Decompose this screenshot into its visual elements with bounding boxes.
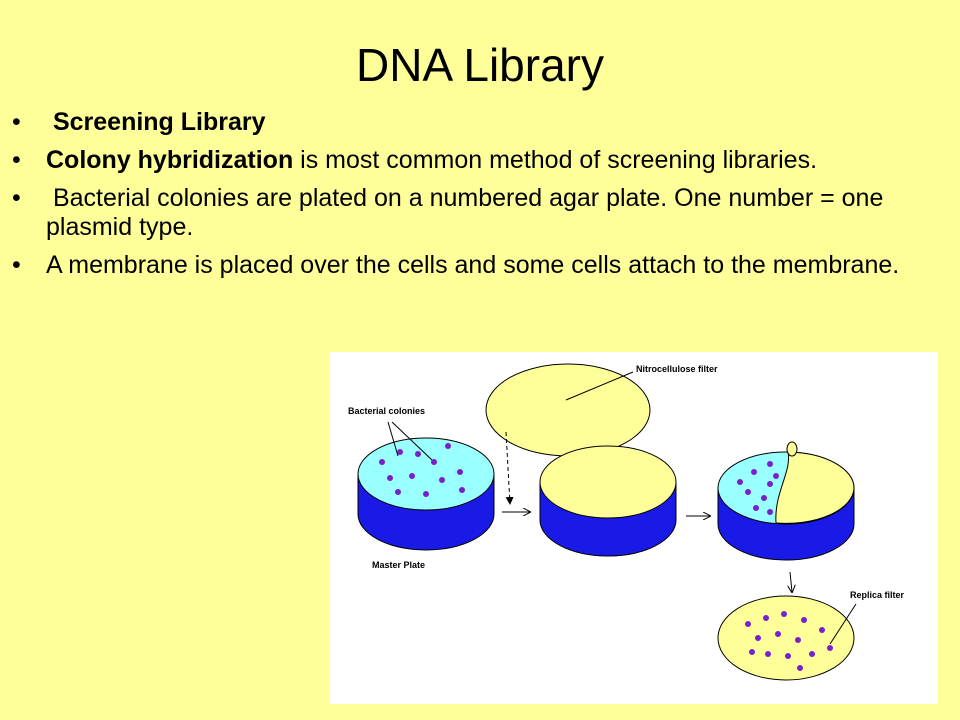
bullet-dot: • <box>12 146 21 174</box>
replica-leader <box>829 603 857 645</box>
bullet-list: • Screening Library • Colony hybridizati… <box>12 108 932 289</box>
peeling-plate-colonies <box>737 461 779 515</box>
plate-filter-peeling <box>717 441 855 561</box>
colony-hybridization-diagram: Nitrocellulose filter Bacterial colonies… <box>330 352 938 704</box>
bullet-dot: • <box>12 184 21 212</box>
nitrocellulose-filter <box>485 363 651 457</box>
plate-with-filter <box>539 445 677 557</box>
bullet-item: • A membrane is placed over the cells an… <box>12 251 932 280</box>
slide-title: DNA Library <box>356 39 604 91</box>
arrow-down <box>790 571 792 592</box>
replica-filter <box>717 595 855 681</box>
dashed-down-arrow <box>505 431 514 505</box>
bullet-item: • Colony hybridization is most common me… <box>12 146 932 175</box>
bullet-dot: • <box>12 108 21 136</box>
bullet-bold: Colony hybridization <box>46 146 294 174</box>
master-plate-label: Master Plate <box>372 560 425 570</box>
bullet-text: Bacterial colonies are plated on a numbe… <box>46 184 884 241</box>
master-plate-colonies <box>379 443 465 497</box>
bullet-text: is most common method of screening libra… <box>293 146 818 174</box>
replica-filter-label: Replica filter <box>850 590 905 600</box>
nitrocellulose-label: Nitrocellulose filter <box>636 364 718 374</box>
bacterial-colonies-label: Bacterial colonies <box>348 406 425 416</box>
bullet-dot: • <box>12 251 21 279</box>
bullet-item: • Screening Library <box>12 108 932 137</box>
bullet-text: A membrane is placed over the cells and … <box>46 251 900 279</box>
replica-filter-colonies <box>745 611 833 671</box>
bullet-bold: Screening Library <box>52 108 266 136</box>
bacterial-leader <box>387 421 399 457</box>
bacterial-leader <box>391 421 433 461</box>
bullet-item: • Bacterial colonies are plated on a num… <box>12 184 932 242</box>
nitrocellulose-leader <box>565 371 634 401</box>
